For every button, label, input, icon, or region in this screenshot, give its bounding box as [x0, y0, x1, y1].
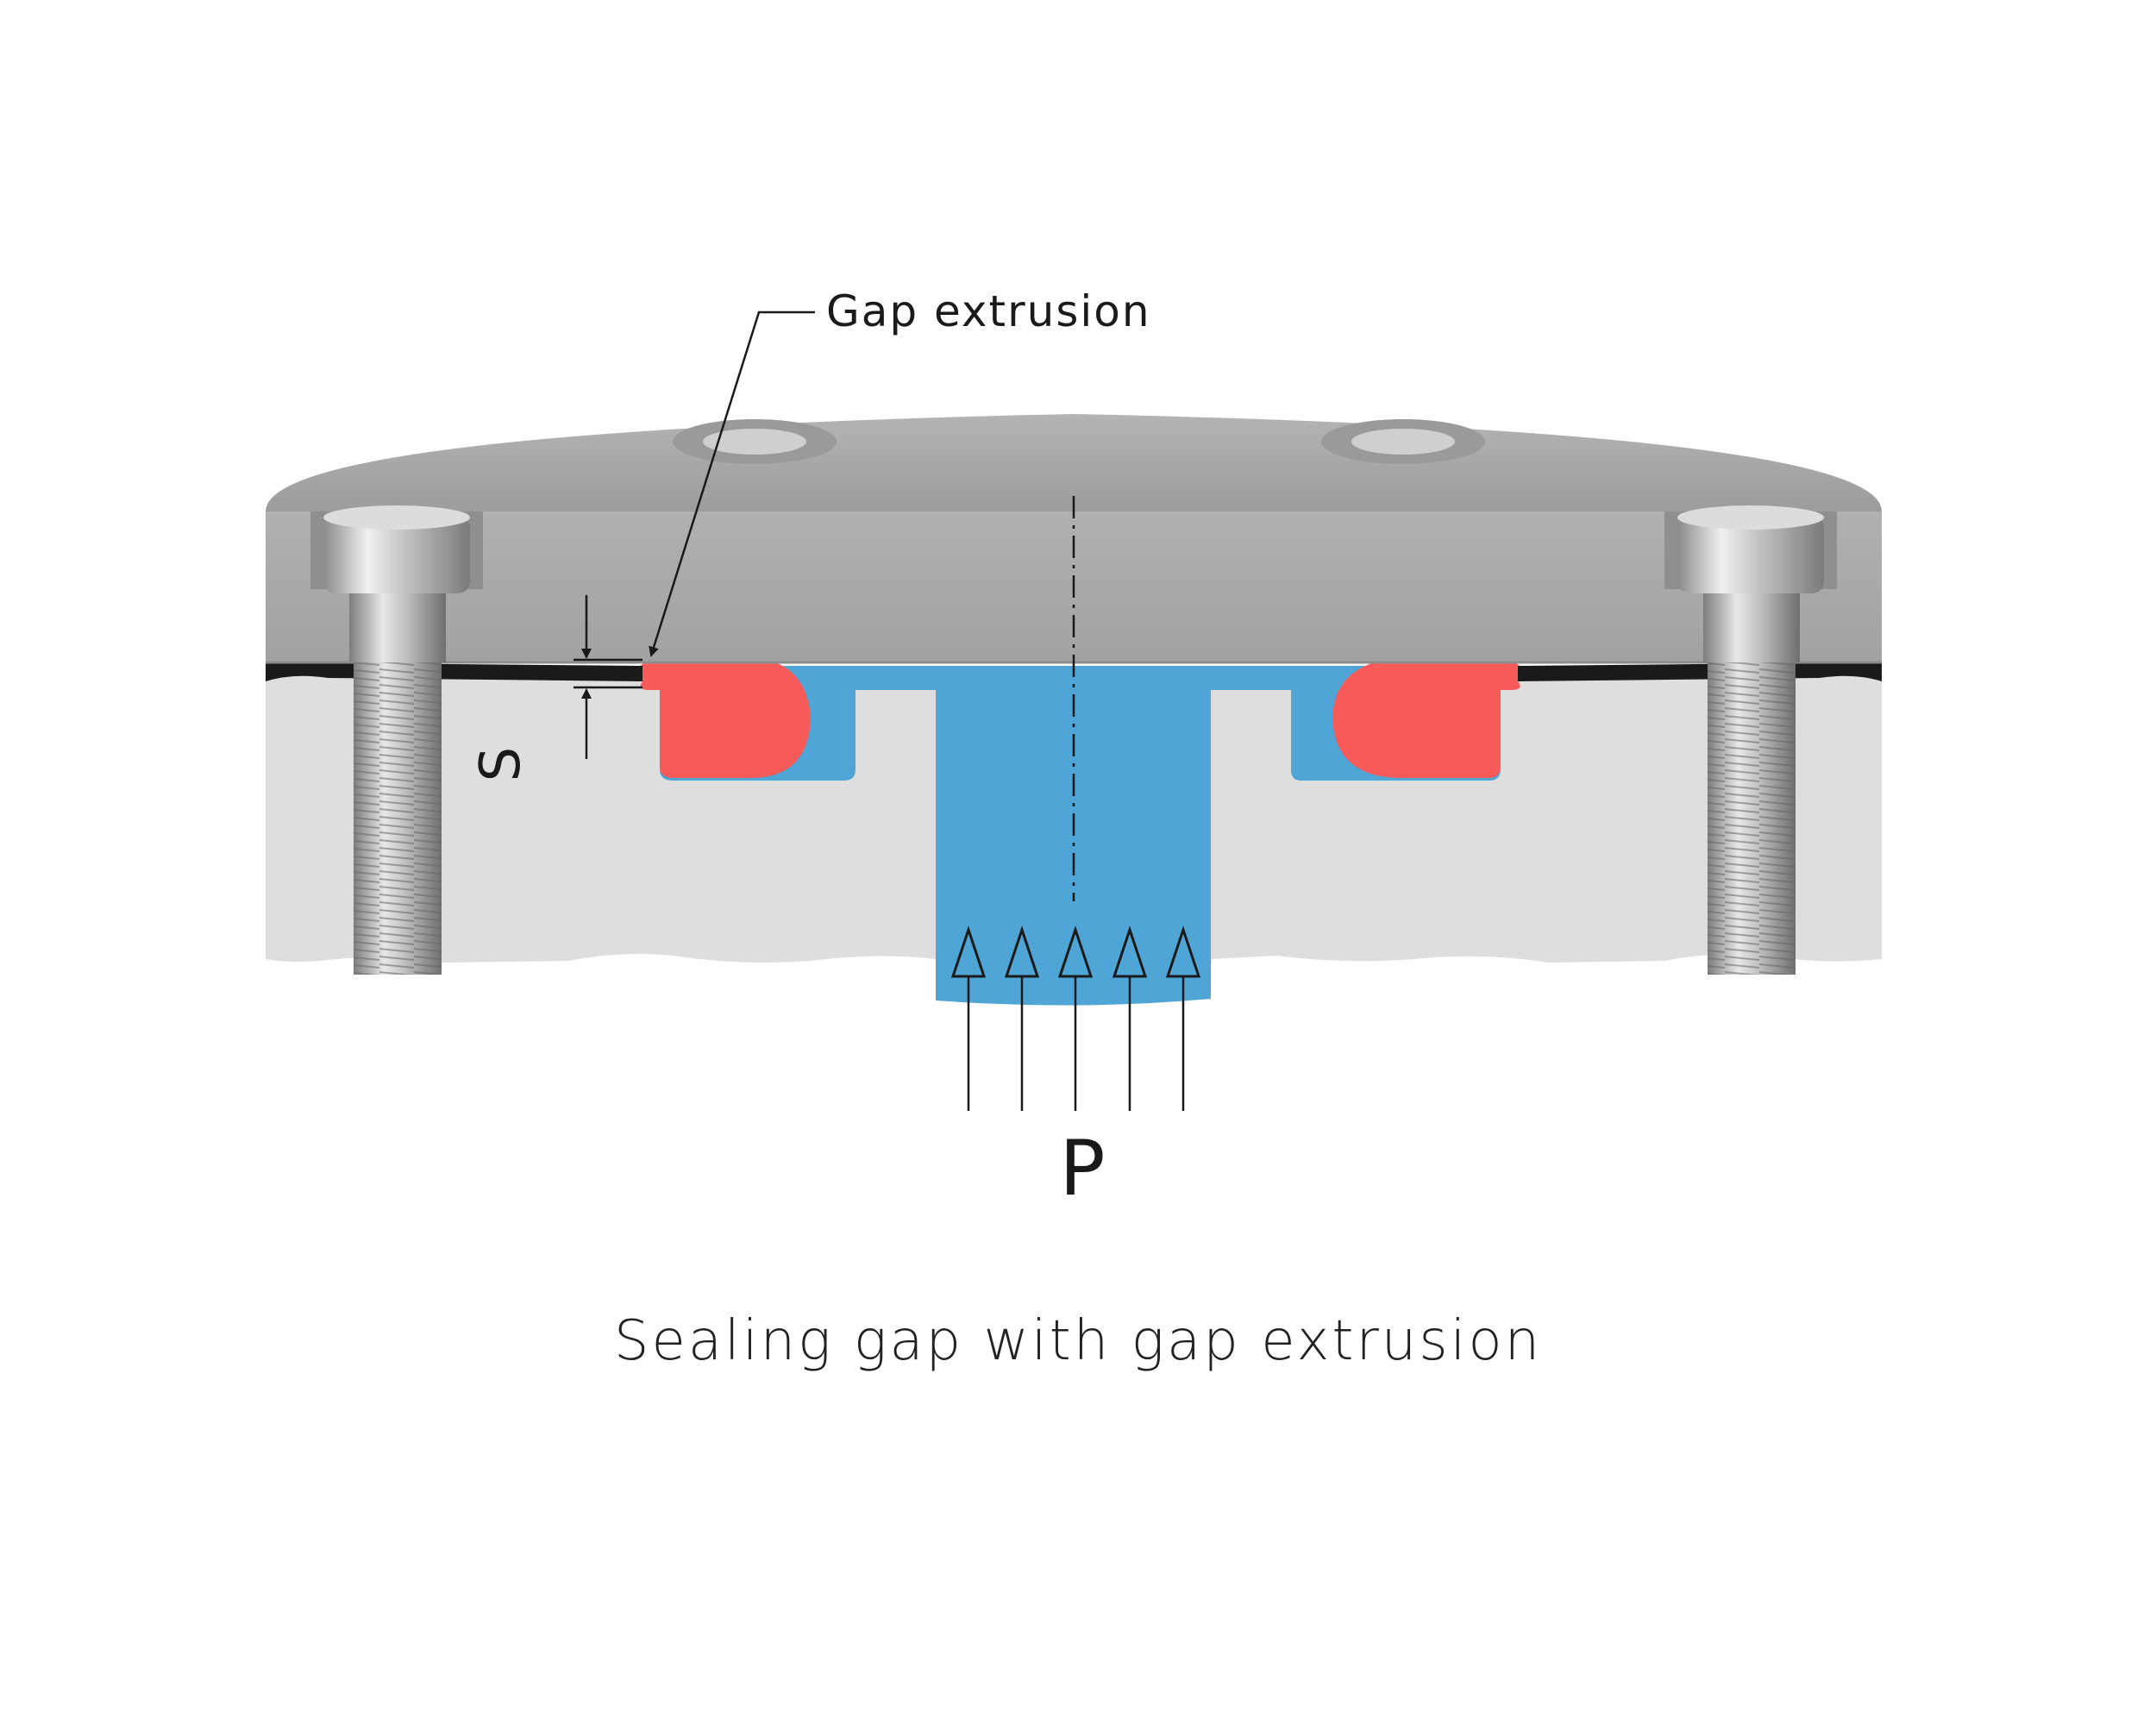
- gap-dimension: [573, 595, 642, 759]
- gap-extrusion-label: Gap extrusion: [826, 286, 1151, 336]
- pressure-arrow-icon: [1057, 925, 1094, 1111]
- pressure-arrow-icon: [1112, 925, 1148, 1111]
- medium-channel: [655, 666, 1371, 1006]
- caption: Sealing gap with gap extrusion: [614, 1309, 1542, 1373]
- pressure-arrows: [950, 925, 1201, 1111]
- callout-leader: [649, 310, 815, 657]
- bolt-icon: [323, 516, 470, 593]
- pressure-arrow-icon: [1004, 925, 1040, 1111]
- bolt-left: [310, 505, 483, 975]
- bolt-icon: [1677, 516, 1824, 593]
- bolt-right: [1664, 505, 1837, 975]
- pressure-label: P: [1059, 1124, 1105, 1213]
- gap-dimension-label: S: [469, 747, 533, 782]
- seal-right: [1332, 657, 1523, 778]
- pressure-arrow-icon: [950, 925, 987, 1111]
- seal-left: [636, 657, 811, 778]
- pressure-arrow-icon: [1165, 925, 1201, 1111]
